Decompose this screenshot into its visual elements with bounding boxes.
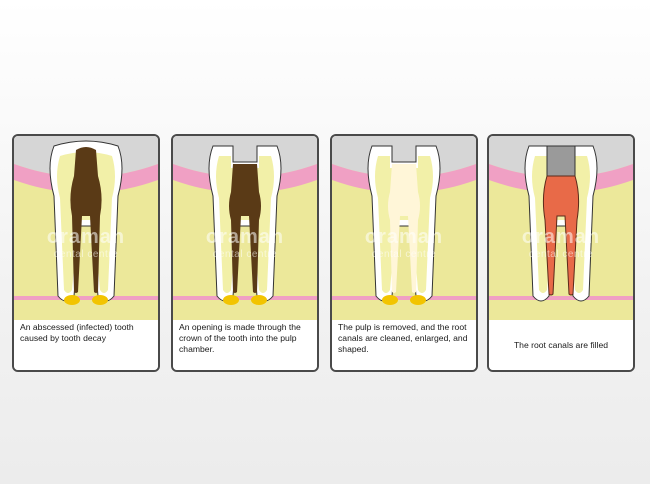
watermark: oraman dental centre (18, 226, 154, 264)
filled-canals-illustration (489, 136, 633, 320)
cleaned-canals-illustration (332, 136, 476, 320)
watermark: oraman dental centre (177, 226, 313, 264)
step-4-panel: oraman dental centre The root canals are… (487, 134, 635, 372)
watermark-sub: dental centre (53, 249, 119, 260)
abscessed-tooth-illustration (14, 136, 158, 320)
step-3-panel: oraman dental centre The pulp is removed… (330, 134, 478, 372)
watermark-sub: dental centre (528, 249, 594, 260)
watermark-main: oraman (364, 226, 444, 248)
watermark-sub: dental centre (371, 249, 437, 260)
watermark-main: oraman (205, 226, 285, 248)
watermark: oraman dental centre (493, 226, 629, 264)
step-4-caption: The root canals are filled (489, 320, 633, 370)
step-2-caption: An opening is made through the crown of … (173, 320, 317, 370)
watermark-main: oraman (46, 226, 126, 248)
opened-tooth-illustration (173, 136, 317, 320)
watermark: oraman dental centre (336, 226, 472, 264)
step-1-caption: An abscessed (infected) tooth caused by … (14, 320, 158, 370)
step-1-panel: oraman dental centre An abscessed (infec… (12, 134, 160, 372)
watermark-main: oraman (521, 226, 601, 248)
step-2-panel: oraman dental centre An opening is made … (171, 134, 319, 372)
watermark-sub: dental centre (212, 249, 278, 260)
step-3-caption: The pulp is removed, and the root canals… (332, 320, 476, 370)
